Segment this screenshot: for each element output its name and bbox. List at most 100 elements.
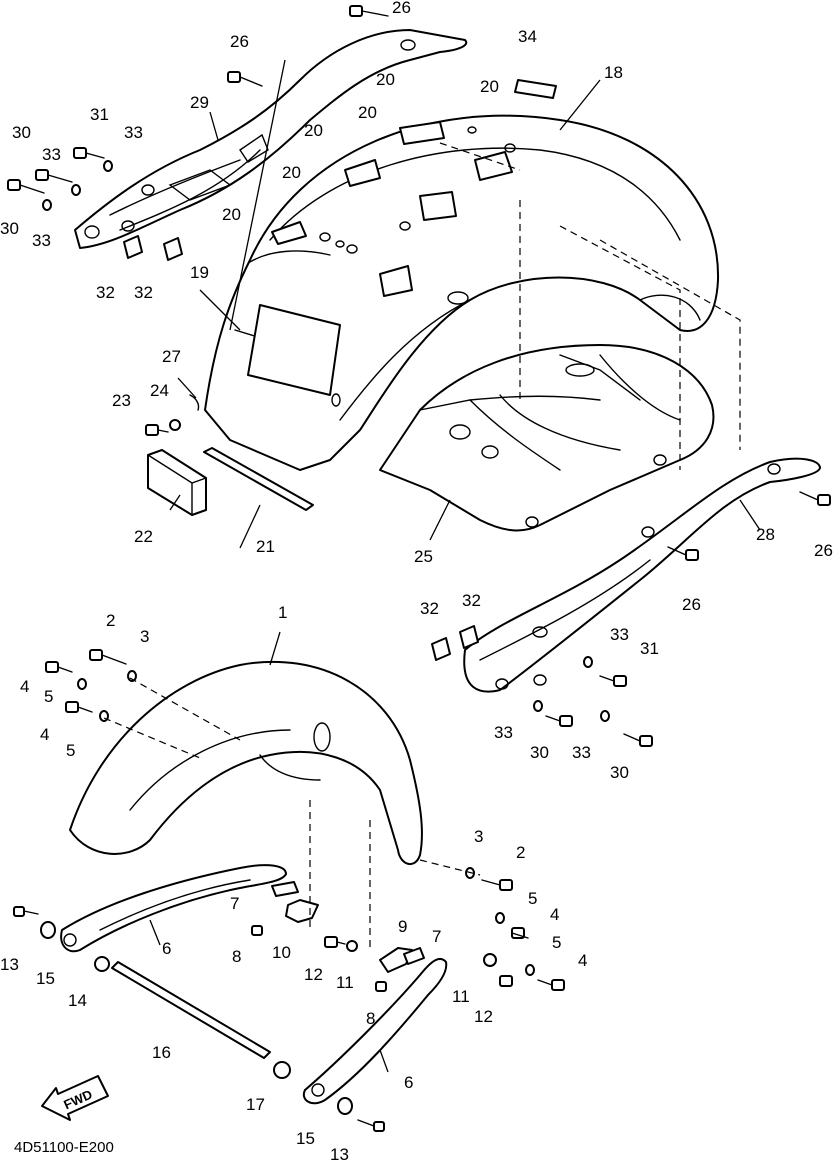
callout: 11 bbox=[336, 973, 354, 992]
clip-27 bbox=[189, 394, 200, 411]
front-stay-left[interactable] bbox=[60, 864, 287, 953]
fwd-arrow-icon: FWD bbox=[41, 1075, 109, 1121]
nuts-11 bbox=[346, 940, 497, 967]
fender-pads bbox=[271, 121, 513, 297]
callout: 7 bbox=[432, 927, 441, 946]
bolt-30-upper-a[interactable] bbox=[35, 169, 73, 183]
callout: 33 bbox=[572, 743, 591, 762]
callout: 32 bbox=[420, 599, 439, 618]
callout: 32 bbox=[134, 283, 153, 302]
callout: 20 bbox=[222, 205, 241, 224]
callout: 26 bbox=[230, 32, 249, 51]
callout: 26 bbox=[392, 0, 411, 17]
callout: 33 bbox=[32, 231, 51, 250]
callout: 19 bbox=[190, 263, 209, 282]
callout: 13 bbox=[330, 1145, 349, 1161]
callout: 15 bbox=[36, 969, 55, 988]
bolts-12[interactable] bbox=[324, 936, 513, 987]
callout: 3 bbox=[474, 827, 483, 846]
collar-17 bbox=[273, 1061, 291, 1079]
callout: 11 bbox=[452, 987, 470, 1006]
callout: 4 bbox=[20, 677, 29, 696]
callout: 26 bbox=[682, 595, 701, 614]
callout: 17 bbox=[246, 1095, 265, 1114]
callout: 4 bbox=[578, 951, 587, 970]
callout: 31 bbox=[640, 639, 659, 658]
callout: 27 bbox=[162, 347, 181, 366]
callout: 20 bbox=[376, 70, 395, 89]
front-bolts-left[interactable] bbox=[45, 649, 137, 722]
callout: 30 bbox=[12, 123, 31, 142]
callout: 5 bbox=[44, 687, 53, 706]
front-bolts-right[interactable] bbox=[465, 867, 565, 991]
callout: 20 bbox=[282, 163, 301, 182]
callout: 33 bbox=[610, 625, 629, 644]
bolt-30-upper-b[interactable] bbox=[7, 179, 45, 194]
callout: 4 bbox=[40, 725, 49, 744]
callout: 5 bbox=[66, 741, 75, 760]
bolt-23[interactable] bbox=[145, 424, 169, 436]
callout: 2 bbox=[106, 611, 115, 630]
callout: 20 bbox=[304, 121, 323, 140]
spacer-7-upper bbox=[271, 881, 299, 897]
license-plate-area bbox=[247, 304, 341, 396]
callout: 30 bbox=[610, 763, 629, 782]
front-fender[interactable] bbox=[69, 660, 423, 865]
washer-15-left bbox=[40, 921, 56, 939]
rear-fender-inner-tray[interactable] bbox=[379, 344, 715, 532]
callout: 29 bbox=[190, 93, 209, 112]
washers-33-upper bbox=[42, 160, 113, 211]
callout: 16 bbox=[152, 1043, 171, 1062]
callout: 13 bbox=[0, 955, 19, 974]
collars-32-upper bbox=[123, 235, 183, 261]
callout: 1 bbox=[278, 603, 287, 622]
bolt-26-top[interactable] bbox=[349, 5, 389, 17]
leader-lines bbox=[149, 59, 761, 1073]
callout: 4 bbox=[550, 905, 559, 924]
collar-14 bbox=[94, 956, 110, 972]
front-stay-right[interactable] bbox=[302, 957, 448, 1105]
callout: 34 bbox=[518, 27, 537, 46]
axle-16[interactable] bbox=[111, 961, 271, 1059]
callout: 14 bbox=[68, 991, 87, 1010]
callout: 32 bbox=[96, 283, 115, 302]
left-rear-stay[interactable] bbox=[74, 29, 468, 249]
bolt-26-right-a[interactable] bbox=[799, 491, 831, 506]
bolt-26-upper[interactable] bbox=[227, 71, 263, 87]
box-22[interactable] bbox=[147, 449, 207, 516]
callout: 7 bbox=[230, 894, 239, 913]
callout: 21 bbox=[256, 537, 275, 556]
callout: 23 bbox=[112, 391, 131, 410]
callout: 8 bbox=[366, 1009, 375, 1028]
diagram-code: 4D51100-E200 bbox=[14, 1139, 114, 1156]
right-stay-hardware bbox=[533, 656, 653, 747]
callout: 5 bbox=[552, 933, 561, 952]
bolts-8[interactable] bbox=[251, 925, 387, 992]
callout: 15 bbox=[296, 1129, 315, 1148]
strip-21[interactable] bbox=[203, 447, 314, 511]
callout: 32 bbox=[462, 591, 481, 610]
collars-32-right bbox=[431, 625, 479, 661]
callout: 2 bbox=[516, 843, 525, 862]
assembly-lines bbox=[103, 142, 741, 950]
callout: 33 bbox=[494, 723, 513, 742]
callout: 25 bbox=[414, 547, 433, 566]
callout: 33 bbox=[124, 123, 143, 142]
callout: 20 bbox=[358, 103, 377, 122]
bolt-13-left[interactable] bbox=[13, 906, 39, 917]
callout: 28 bbox=[756, 525, 775, 544]
callout: 3 bbox=[140, 627, 149, 646]
callout: 30 bbox=[0, 219, 19, 238]
washer-24 bbox=[169, 419, 181, 431]
callout: 12 bbox=[474, 1007, 493, 1026]
right-rear-stay[interactable] bbox=[463, 457, 821, 693]
callout: 6 bbox=[162, 939, 171, 958]
bolt-26-right-b[interactable] bbox=[667, 546, 699, 561]
callout: 22 bbox=[134, 527, 153, 546]
bolt-13-right[interactable] bbox=[357, 1119, 385, 1132]
callout: 31 bbox=[90, 105, 109, 124]
bolt-31-upper[interactable] bbox=[73, 147, 105, 159]
callout: 9 bbox=[398, 917, 407, 936]
bracket-10[interactable] bbox=[285, 899, 319, 923]
